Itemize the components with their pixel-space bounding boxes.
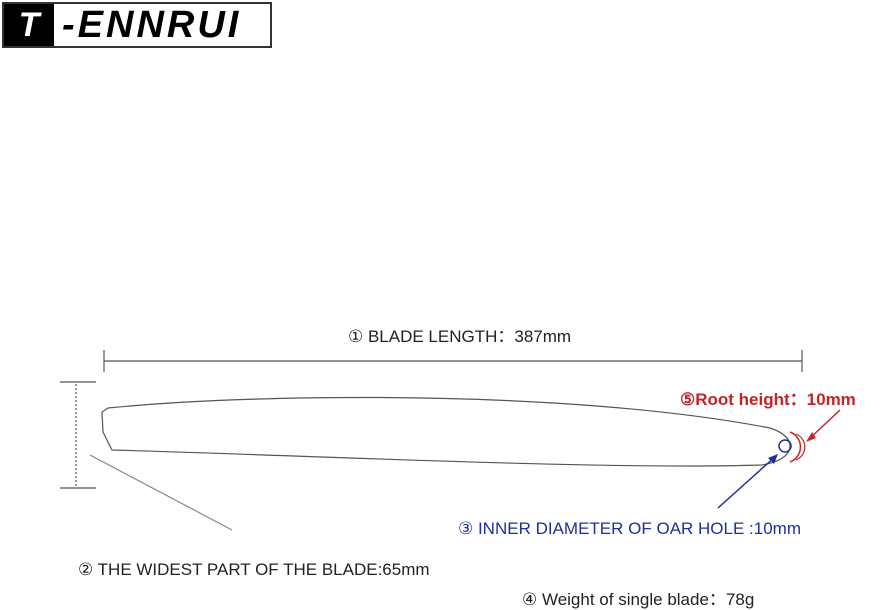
- weight-label: ④ Weight of single blade：78g: [522, 590, 755, 609]
- blade-length-label: ① BLADE LENGTH：387mm: [348, 327, 572, 346]
- widest-pointer: [89, 454, 233, 531]
- oar-hole-label: ③ INNER DIAMETER OF OAR HOLE :10mm: [458, 519, 802, 538]
- logo-mark: T: [4, 4, 54, 46]
- logo-text: -ENNRUI: [62, 3, 242, 46]
- widest-part-label: ② THE WIDEST PART OF THE BLADE:65mm: [78, 560, 430, 579]
- hole-arrow: [717, 455, 777, 509]
- root-height-label: ⑤Root height：10mm: [680, 390, 856, 409]
- oar-hole: [778, 439, 792, 453]
- brand-logo: T -ENNRUI: [2, 2, 272, 48]
- blade-outline: [101, 396, 791, 467]
